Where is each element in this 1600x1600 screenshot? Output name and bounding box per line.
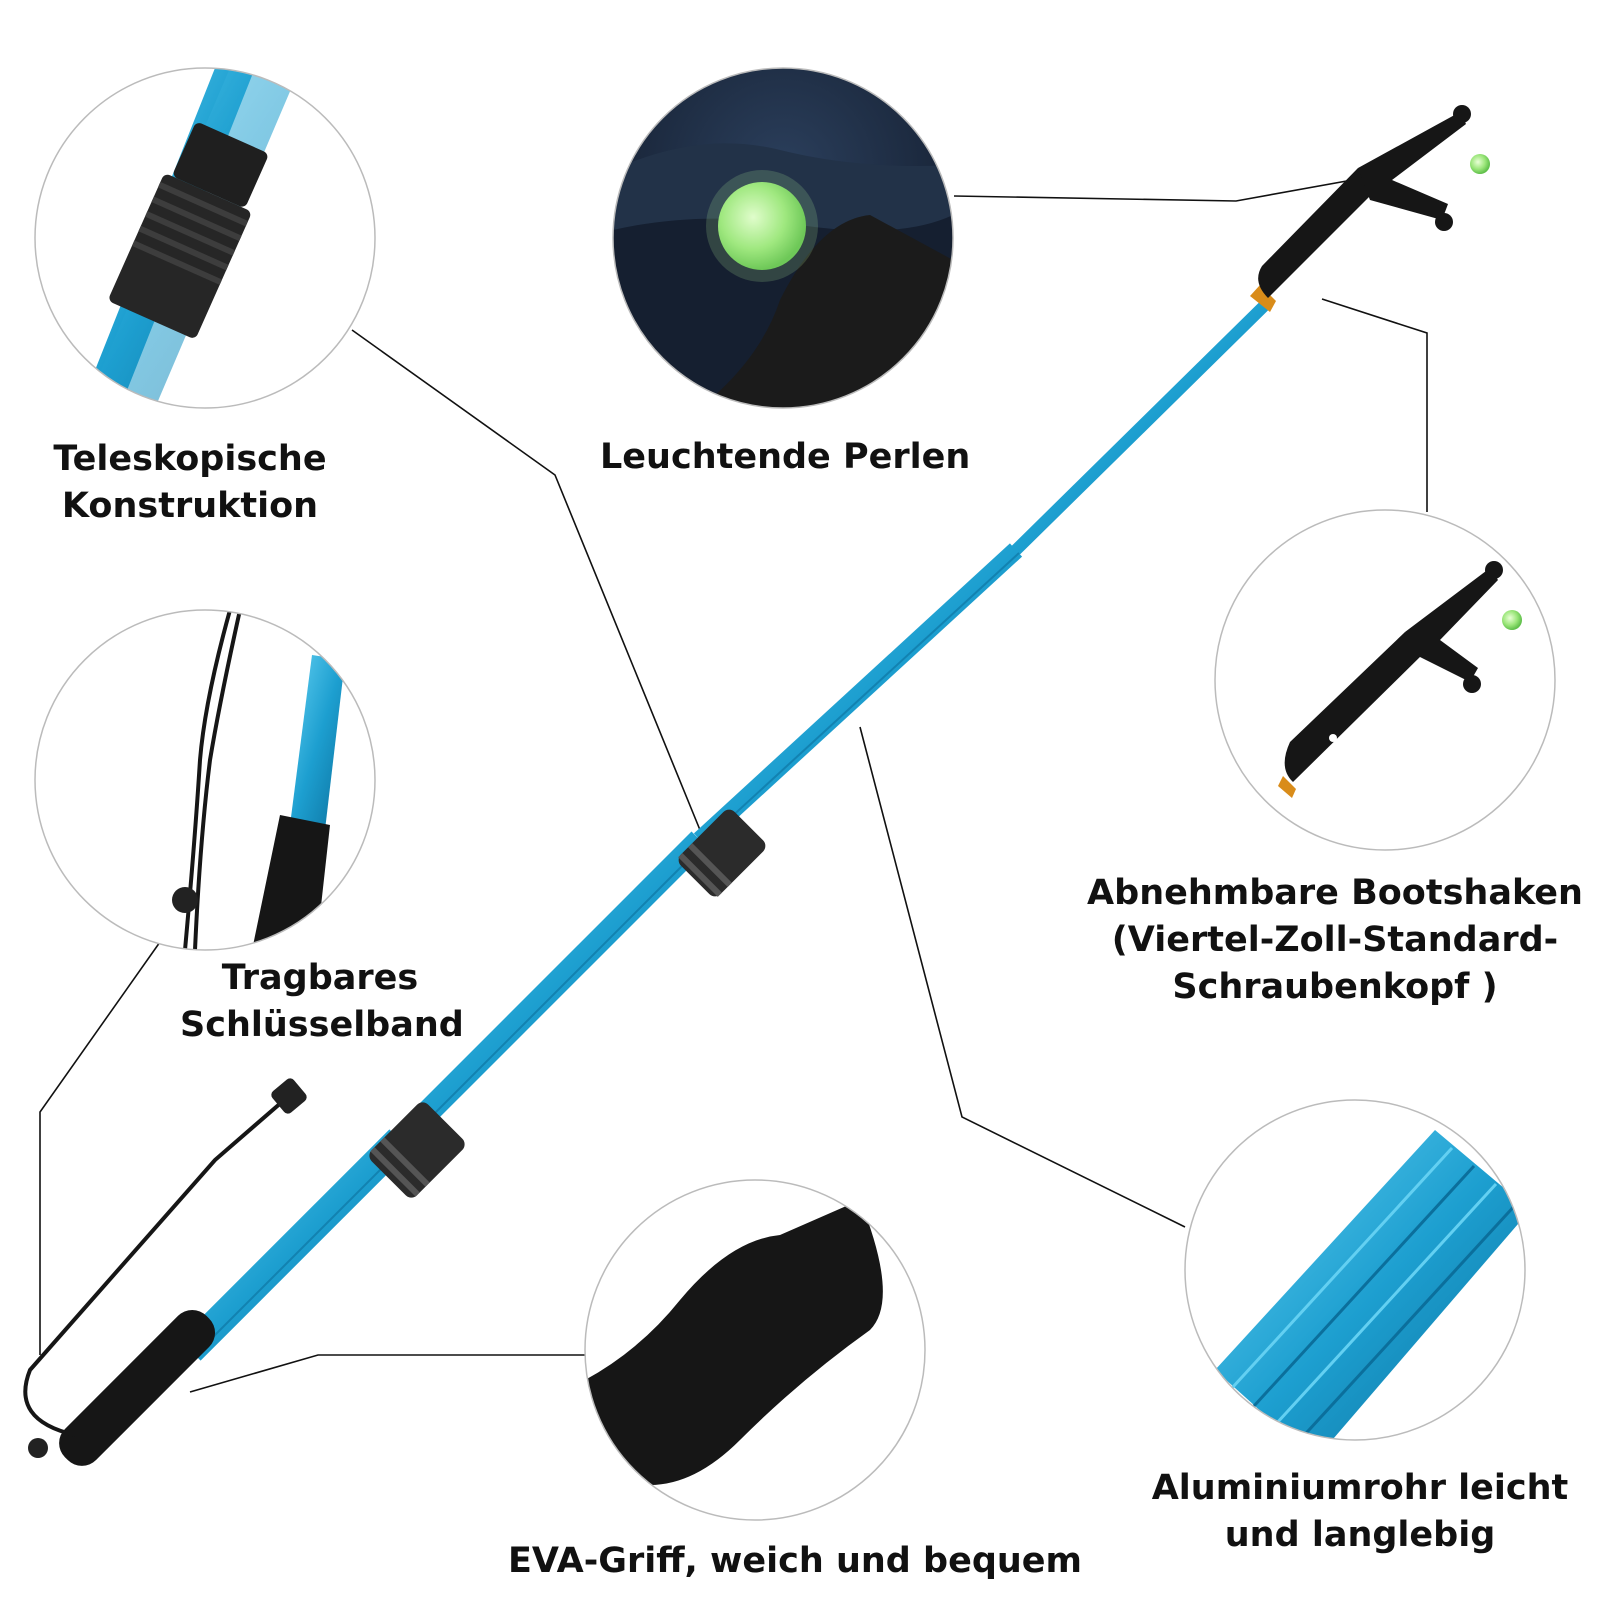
lanyard-cord (23, 1078, 307, 1458)
boat-hook-head (1250, 105, 1490, 312)
label-telescopic-line2: Konstruktion (61, 486, 319, 526)
label-telescopic-line1: Teleskopische (53, 439, 327, 479)
label-aluminium-line2: und langlebig (1224, 1515, 1496, 1555)
telescopic-joint-icon (34, 67, 376, 409)
label-grip: EVA-Griff, weich und bequem (495, 1538, 1095, 1585)
label-glow: Leuchtende Perlen (600, 434, 971, 481)
label-telescopic: Teleskopische Konstruktion (50, 436, 330, 530)
foam-grip-icon (584, 1179, 926, 1521)
label-aluminium-line1: Aluminiumrohr leicht (1151, 1468, 1569, 1508)
connector-glow (953, 174, 1381, 202)
label-glow-line1: Leuchtende Perlen (600, 437, 971, 477)
glow-bead-icon (612, 67, 954, 409)
boat-hook-icon (1214, 509, 1556, 851)
connector-hook (1321, 298, 1428, 512)
label-lanyard-line1: Tragbares (221, 958, 419, 998)
aluminium-tube-icon (1184, 1099, 1526, 1441)
label-hook-line1: Abnehmbare Bootshaken (1087, 873, 1583, 913)
label-hook: Abnehmbare Bootshaken (Viertel-Zoll-Stan… (1080, 870, 1590, 1011)
label-aluminium: Aluminiumrohr leicht und langlebig (1140, 1465, 1580, 1559)
foam-grip (59, 1309, 216, 1466)
connector-aluminium (859, 726, 1186, 1228)
telescopic-joint-lower (369, 1102, 465, 1198)
label-hook-line2: (Viertel-Zoll-Standard- (1111, 920, 1559, 960)
label-lanyard-line2: Schlüsselband (180, 1005, 464, 1045)
connector-lanyard (39, 941, 161, 1355)
connector-telescopic (351, 329, 701, 831)
telescopic-joint-upper (678, 809, 766, 897)
label-grip-line1: EVA-Griff, weich und bequem (507, 1541, 1082, 1581)
label-hook-line3: Schraubenkopf ) (1172, 967, 1498, 1007)
connector-grip (189, 1354, 585, 1393)
connector-lines (39, 174, 1428, 1393)
lanyard-icon (34, 609, 376, 951)
label-lanyard: Tragbares Schlüsselband (180, 955, 464, 1049)
boat-hook-pole (23, 105, 1490, 1466)
